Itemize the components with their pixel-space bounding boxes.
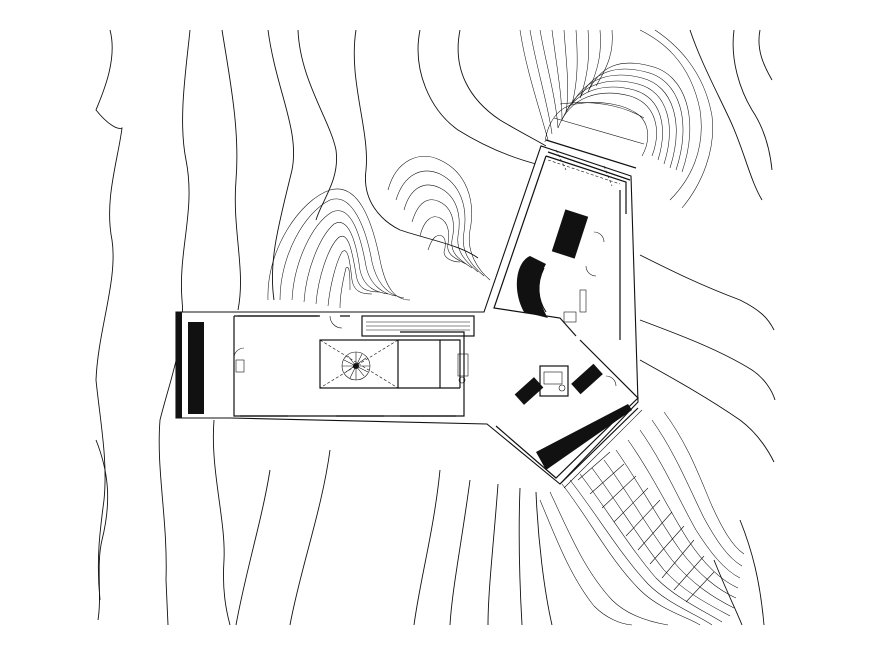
contour-lines-south-bowl bbox=[539, 411, 745, 626]
north-window bbox=[547, 151, 631, 181]
south-wing bbox=[495, 339, 643, 489]
contour-lines-north-bowl bbox=[519, 29, 713, 209]
building-footprint bbox=[175, 145, 639, 485]
door-swing-west bbox=[233, 347, 245, 359]
entry-door-swing bbox=[329, 315, 343, 329]
courtyard bbox=[319, 339, 399, 389]
contour-lines-south bbox=[235, 449, 553, 626]
curved-sofa bbox=[516, 256, 548, 318]
north-entry-dashes bbox=[547, 149, 621, 187]
west-wing bbox=[176, 312, 475, 418]
kitchen-counter bbox=[551, 209, 589, 259]
bath-fixture bbox=[457, 353, 469, 377]
service-room-walls bbox=[398, 339, 461, 389]
west-bench bbox=[188, 322, 204, 414]
south-wing-walls bbox=[495, 339, 639, 479]
south-window-line bbox=[559, 407, 639, 485]
bed-a bbox=[514, 377, 544, 405]
south-wall-solid bbox=[536, 404, 632, 470]
courtyard-diagonal bbox=[319, 339, 399, 389]
south-deck-edge bbox=[563, 409, 643, 489]
toilet-icon bbox=[558, 384, 566, 392]
courtyard-tree-icon bbox=[341, 351, 371, 381]
contour-lines-west bbox=[95, 29, 241, 626]
corridor-hatch bbox=[366, 321, 470, 331]
bed-b bbox=[571, 363, 603, 395]
north-niche bbox=[563, 311, 577, 323]
sink-icon bbox=[458, 376, 466, 384]
north-wing-walls bbox=[493, 155, 627, 337]
contour-lines-east bbox=[639, 29, 776, 626]
north-stair bbox=[545, 102, 645, 169]
south-bath bbox=[539, 365, 569, 397]
door-swing-north-b bbox=[585, 265, 597, 277]
north-shelf bbox=[579, 289, 587, 313]
west-terrace-wall bbox=[176, 312, 182, 418]
sofa-inner bbox=[538, 267, 547, 313]
bathtub bbox=[543, 371, 563, 385]
door-swing-south bbox=[605, 375, 617, 387]
contour-lines-ridge bbox=[267, 29, 547, 309]
door-swing-north bbox=[593, 231, 605, 243]
fireplace bbox=[235, 359, 245, 373]
north-wing bbox=[493, 149, 631, 340]
